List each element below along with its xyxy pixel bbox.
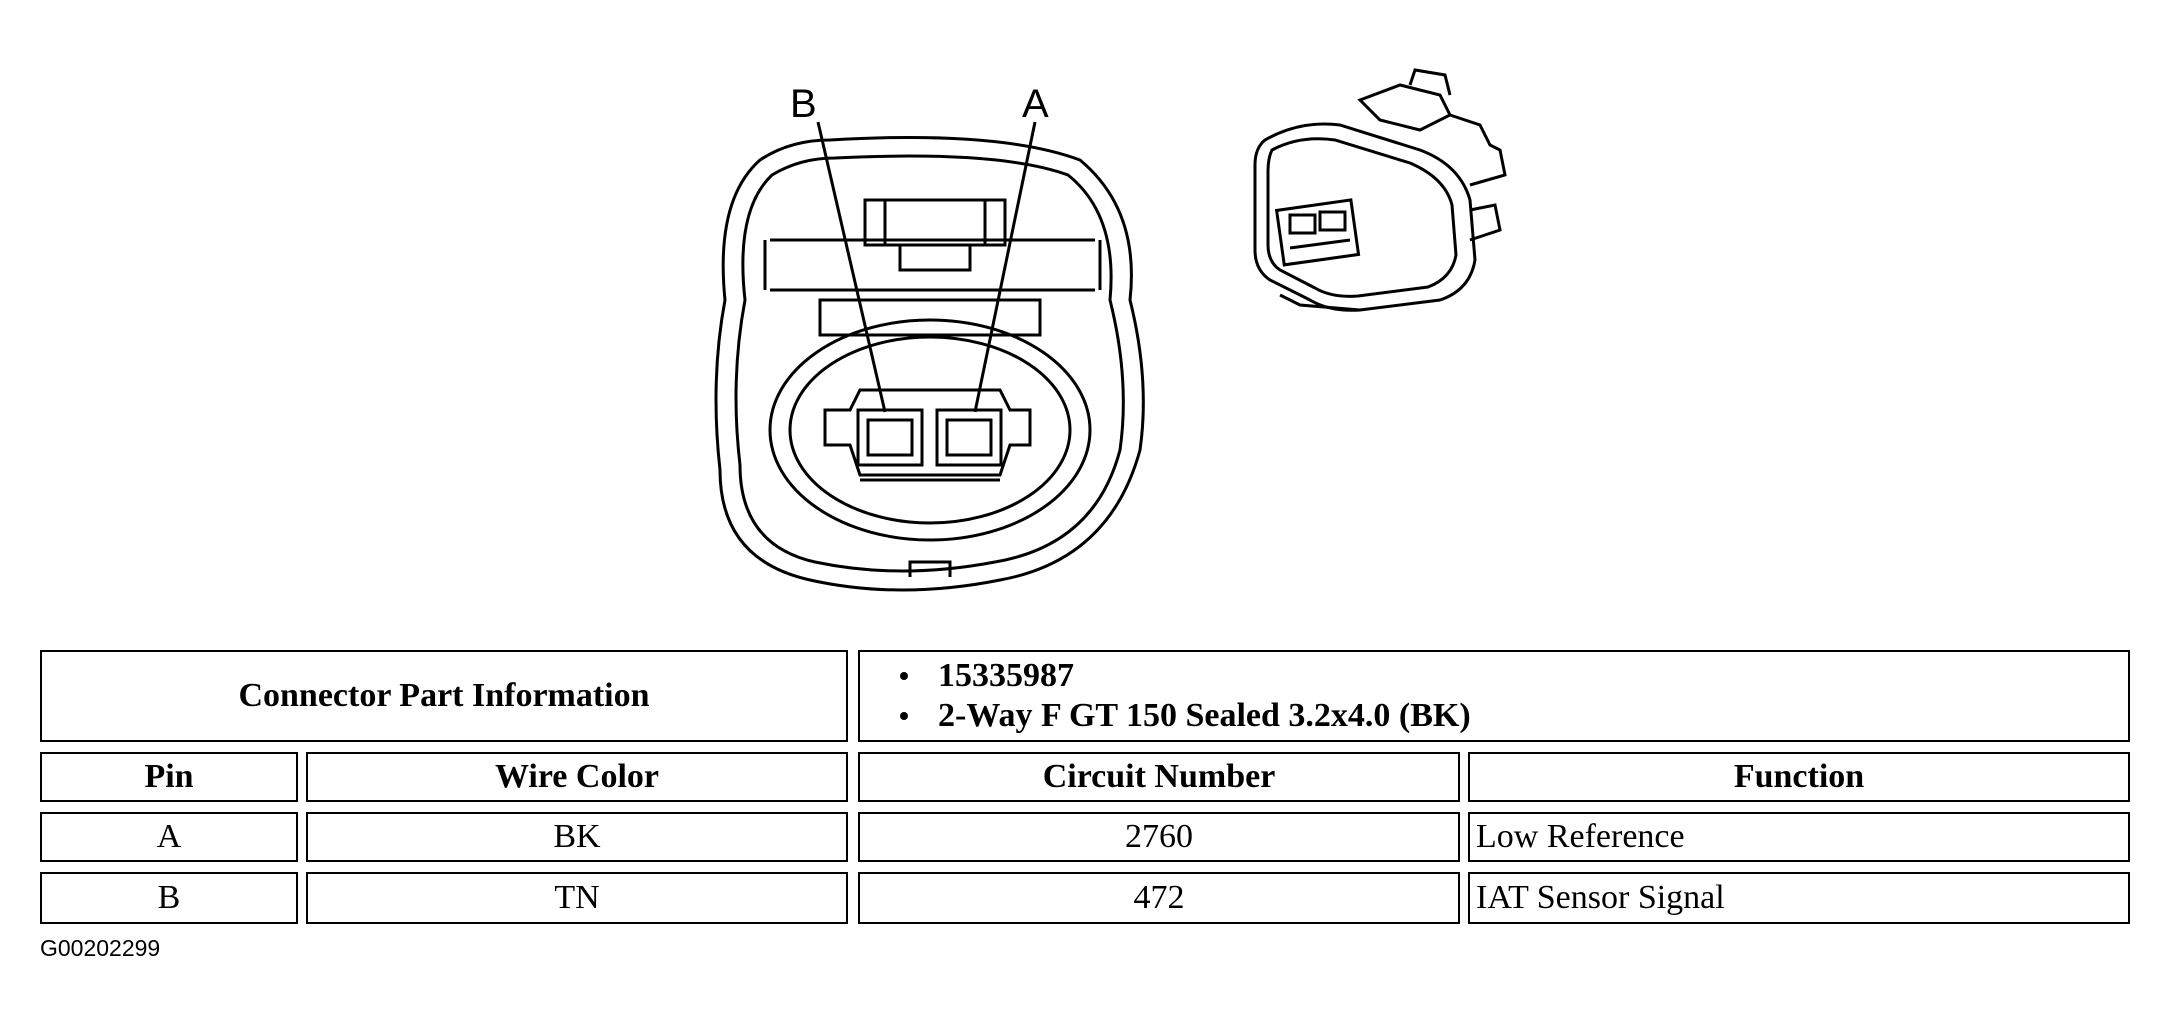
part-info-item: 15335987 (900, 656, 1074, 696)
seal-oval-inner (788, 335, 1072, 525)
terminal-a (935, 408, 1003, 467)
connector-part-info-label: Connector Part Information (40, 650, 848, 742)
header-circuit-number: Circuit Number (858, 752, 1460, 802)
bottom-key (908, 560, 952, 577)
connector-housing-outer (714, 136, 1145, 592)
pin-label-a: A (1022, 82, 1049, 126)
connector-isometric-view (1253, 68, 1507, 312)
row-a-function: Low Reference (1468, 812, 2130, 862)
header-function: Function (1468, 752, 2130, 802)
row-a-pin: A (40, 812, 298, 862)
terminal-b (856, 408, 924, 467)
pin-label-b: B (790, 82, 817, 126)
terminal-cavity (823, 388, 1032, 477)
row-a-circuit-number: 2760 (858, 812, 1460, 862)
row-b-circuit-number: 472 (858, 872, 1460, 924)
latch-block (863, 198, 1007, 247)
leader-line-b (816, 121, 887, 413)
header-pin: Pin (40, 752, 298, 802)
bullet-icon (900, 672, 908, 680)
connector-housing-inner (734, 154, 1125, 573)
bullet-icon (900, 712, 908, 720)
seal-oval-outer (768, 318, 1092, 542)
header-wire-color: Wire Color (306, 752, 848, 802)
row-b-function: IAT Sensor Signal (1468, 872, 2130, 924)
row-a-wire-color: BK (306, 812, 848, 862)
row-b-pin: B (40, 872, 298, 924)
leader-line-a (973, 121, 1037, 413)
connector-part-info-list: 15335987 2-Way F GT 150 Sealed 3.2x4.0 (… (858, 650, 2130, 742)
row-b-wire-color: TN (306, 872, 848, 924)
connector-illustration: B A (714, 68, 1507, 592)
part-info-item: 2-Way F GT 150 Sealed 3.2x4.0 (BK) (900, 696, 1471, 736)
figure-code: G00202299 (40, 935, 161, 961)
